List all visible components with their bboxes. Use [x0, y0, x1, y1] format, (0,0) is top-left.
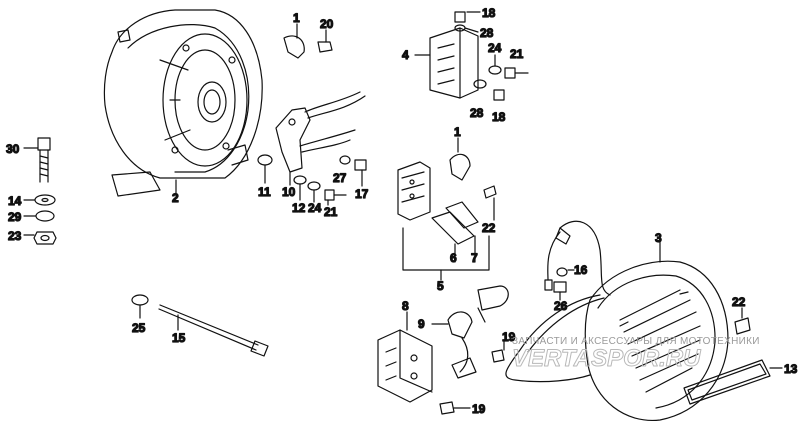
- watermark-logo: VERTASPOR.RU: [512, 345, 701, 372]
- terminal-clips-6-7-part: [431, 201, 479, 263]
- switch-8-part: [377, 311, 433, 403]
- bolt-24-21-part: [488, 54, 529, 79]
- bolt-18-28-top-part: [454, 11, 481, 33]
- ref-6: 6: [450, 251, 457, 265]
- ref-18-mid: 18: [492, 110, 506, 124]
- reference-numbers: 30 14 29 23 2 25 15 1 20 11 10 12 24 21 …: [5, 5, 798, 416]
- bracket-5-callout: [402, 227, 490, 281]
- clamp-1-top-part: [283, 23, 305, 59]
- ref-13: 13: [784, 362, 798, 376]
- bolt-22-right-part: [734, 307, 751, 335]
- wire-harness-part: [505, 220, 611, 383]
- ref-29: 29: [8, 210, 22, 224]
- ref-26: 26: [554, 299, 568, 313]
- ref-17: 17: [355, 187, 369, 201]
- washer-14-part: [23, 194, 56, 206]
- parts-27-17-part: [339, 155, 367, 187]
- ref-8: 8: [402, 299, 409, 313]
- screw-21-part: [324, 189, 347, 206]
- ref-23: 23: [8, 229, 22, 243]
- nut-23-part: [23, 231, 57, 245]
- ref-16: 16: [574, 263, 588, 277]
- ref-12: 12: [292, 201, 306, 215]
- ref-7: 7: [471, 251, 478, 265]
- ref-9: 9: [418, 317, 425, 331]
- ref-19-upper: 19: [502, 330, 516, 344]
- ref-10: 10: [282, 185, 296, 199]
- emblem-13-part: [683, 359, 783, 405]
- terminal-block-part: [397, 161, 431, 221]
- screw-22-mid-part: [483, 185, 497, 221]
- ref-15: 15: [172, 331, 186, 345]
- ref-3: 3: [655, 231, 662, 245]
- washers-12-24-part: [293, 175, 321, 203]
- ref-30: 30: [6, 142, 20, 156]
- washer-11-part: [257, 154, 273, 184]
- terminal-bracket-part: [275, 91, 366, 186]
- ref-24-left: 24: [308, 201, 322, 215]
- ref-22-mid: 22: [482, 221, 496, 235]
- bolt-19-lower-part: [439, 401, 471, 415]
- ref-19-lower: 19: [472, 402, 486, 416]
- clip-16-26-part: [553, 267, 575, 301]
- ref-20: 20: [320, 17, 334, 31]
- washer-25-part: [131, 294, 149, 319]
- ref-21-right: 21: [510, 47, 524, 61]
- washer-29-part: [23, 210, 55, 222]
- bolt-20-part: [317, 29, 333, 53]
- ref-1-mid: 1: [454, 125, 461, 139]
- bolt-19-upper-part: [491, 339, 505, 363]
- ref-18-top: 18: [482, 6, 496, 20]
- ref-22-right: 22: [732, 295, 746, 309]
- ref-14: 14: [8, 194, 22, 208]
- clamp-1-mid-part: [449, 137, 471, 181]
- washer-28-bolt-18-part: [473, 79, 505, 101]
- ref-21-left: 21: [324, 205, 338, 219]
- ref-11: 11: [258, 185, 271, 199]
- ref-1-top: 1: [293, 11, 300, 25]
- fan-cover-part: [584, 235, 729, 422]
- ref-5: 5: [437, 279, 444, 293]
- through-bolt-15-part: [158, 304, 269, 357]
- ref-28-top: 28: [480, 26, 494, 40]
- ref-28-mid: 28: [470, 106, 484, 120]
- ref-25: 25: [132, 321, 146, 335]
- ref-24-right: 24: [488, 41, 502, 55]
- watermark: ЗАПЧАСТИ И АКСЕССУАРЫ ДЛЯ МОТОТЕХНИКИ VE…: [512, 336, 760, 373]
- ref-4: 4: [402, 48, 409, 62]
- bolt-30-part: [23, 137, 51, 183]
- condenser-part: [447, 285, 509, 379]
- watermark-text: ЗАПЧАСТИ И АКСЕССУАРЫ ДЛЯ МОТОТЕХНИКИ: [512, 336, 760, 347]
- stator-housing-part: [103, 9, 263, 197]
- rectifier-4-part: [414, 27, 479, 99]
- ref-27: 27: [333, 171, 347, 185]
- ref-2: 2: [172, 191, 179, 205]
